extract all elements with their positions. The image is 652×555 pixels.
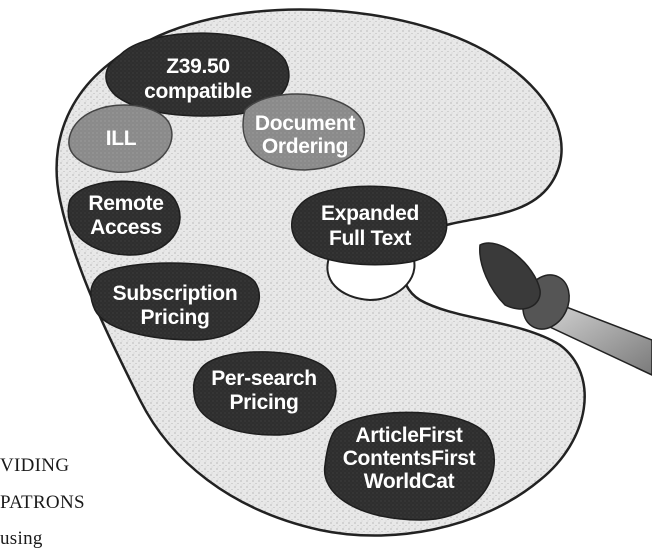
blob-subscription-pricing (90, 262, 261, 341)
side-text-line-1: VIDING (0, 455, 70, 476)
paint-brush-icon (479, 242, 652, 376)
blob-document-ordering (242, 93, 366, 171)
side-text-line-3: using (0, 528, 43, 549)
blob-ill (68, 104, 173, 173)
palette-board (55, 8, 586, 537)
blob-expanded-full-text (291, 185, 448, 266)
blob-articlefirst (323, 411, 495, 521)
blob-remote-access (67, 180, 181, 256)
blob-per-search-pricing (192, 351, 337, 436)
blob-ill-text: ILL (106, 127, 137, 150)
side-text-line-2: PATRONS (0, 492, 85, 513)
